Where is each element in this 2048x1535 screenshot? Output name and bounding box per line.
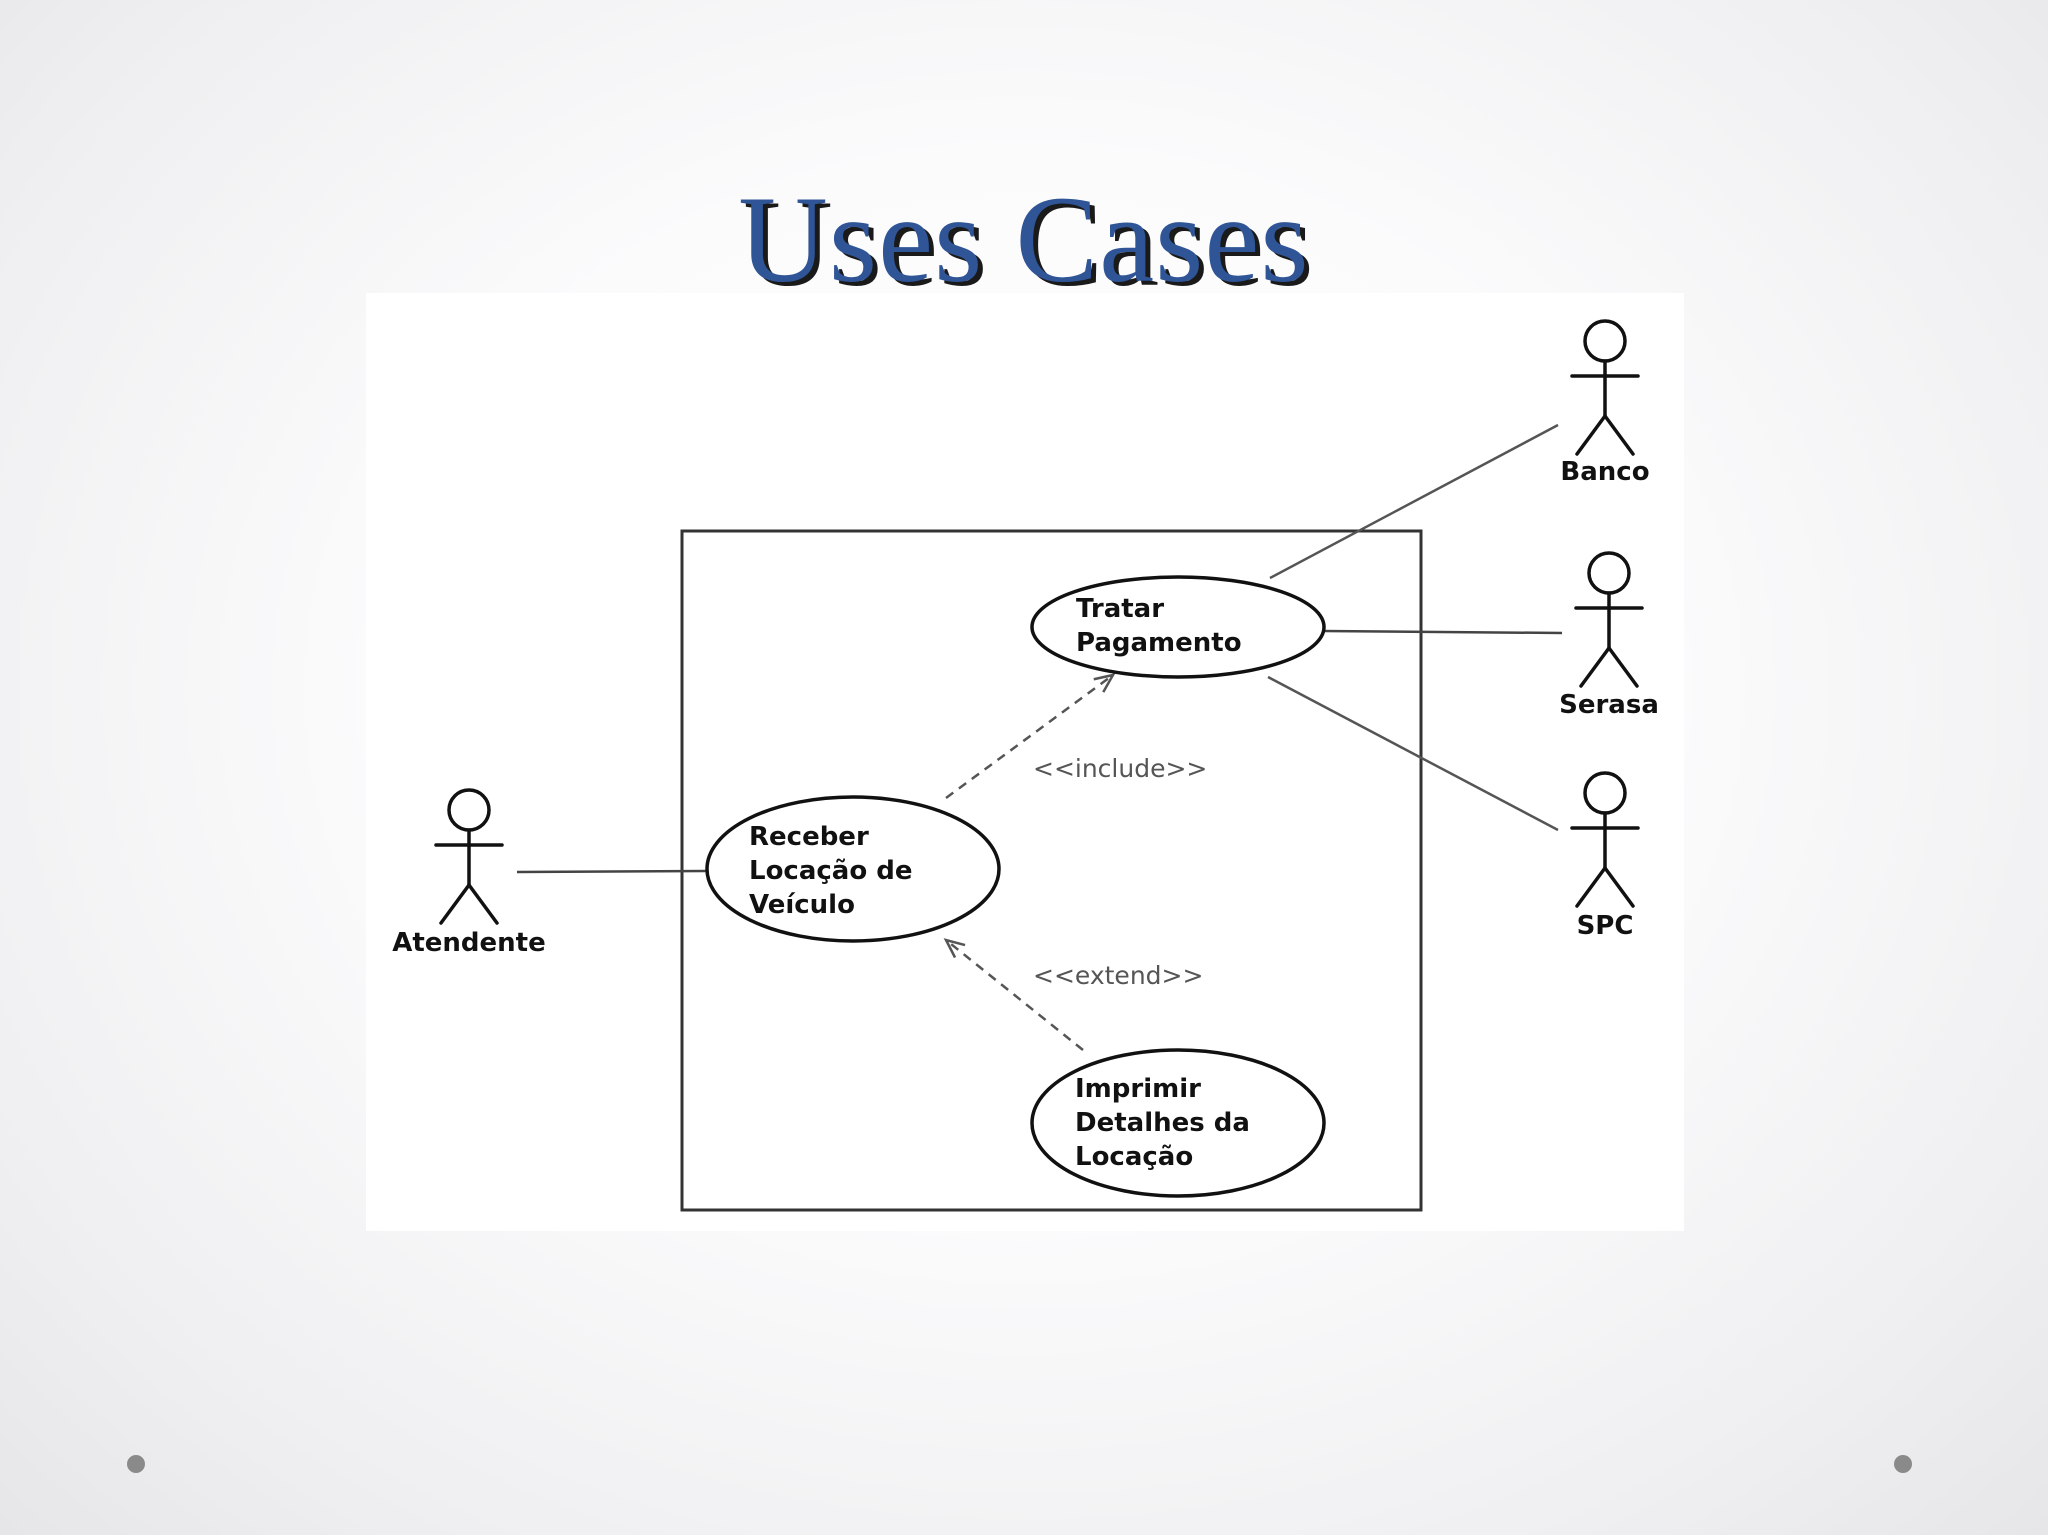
extend-label: <<extend>> bbox=[1033, 961, 1203, 990]
use-case-imprimir-line-1: Imprimir bbox=[1075, 1074, 1201, 1104]
slide-decoration-dot-left bbox=[127, 1455, 145, 1473]
use-case-tratar: Tratar Pagamento bbox=[1030, 575, 1326, 679]
extend-arrow bbox=[943, 938, 1084, 1051]
use-case-imprimir-line-2: Detalhes da bbox=[1075, 1108, 1250, 1138]
actor-serasa-icon bbox=[1574, 551, 1644, 688]
actor-atendente-icon bbox=[434, 788, 504, 925]
actor-spc-icon bbox=[1570, 771, 1640, 908]
actor-banco-icon bbox=[1570, 319, 1640, 456]
use-case-receber-line-2: Locação de bbox=[749, 856, 913, 886]
use-case-imprimir-line-3: Locação bbox=[1075, 1142, 1193, 1172]
actor-spc-label: SPC bbox=[1577, 911, 1634, 941]
slide-title: Uses Cases bbox=[738, 171, 1310, 308]
use-case-imprimir: Imprimir Detalhes da Locação bbox=[1030, 1048, 1326, 1198]
include-label: <<include>> bbox=[1033, 754, 1207, 783]
use-case-receber-line-3: Veículo bbox=[749, 890, 855, 920]
slide-decoration-dot-right bbox=[1894, 1455, 1912, 1473]
diagram-canvas: Receber Locação de Veículo Tratar Pagame… bbox=[392, 319, 1659, 1212]
use-case-receber-line-1: Receber bbox=[749, 822, 869, 852]
actor-atendente-label: Atendente bbox=[392, 928, 546, 958]
use-case-tratar-line-1: Tratar bbox=[1076, 594, 1164, 624]
include-arrow bbox=[945, 673, 1116, 800]
association-tratar-spc bbox=[1267, 675, 1559, 832]
use-case-tratar-line-2: Pagamento bbox=[1076, 628, 1242, 658]
association-tratar-banco bbox=[1269, 423, 1559, 580]
use-case-receber: Receber Locação de Veículo bbox=[705, 795, 1001, 943]
actor-serasa-label: Serasa bbox=[1559, 690, 1659, 720]
association-tratar-serasa bbox=[1322, 629, 1563, 635]
use-case-diagram: Receber Locação de Veículo Tratar Pagame… bbox=[366, 293, 1684, 1231]
actor-banco-label: Banco bbox=[1560, 457, 1649, 487]
association-atendente-receber bbox=[516, 869, 707, 874]
